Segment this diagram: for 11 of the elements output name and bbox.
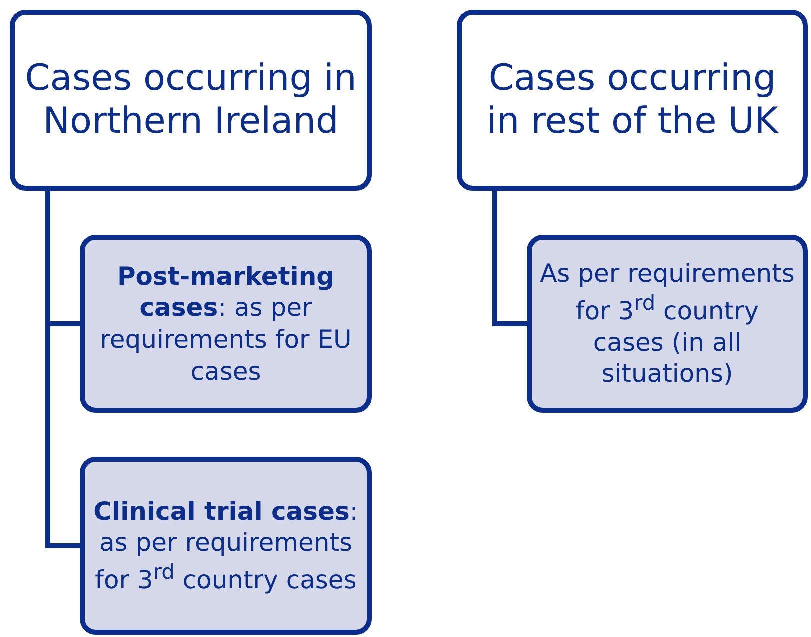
box-text: Clinical trial cases: as per requirements for 3$^{rd}$ country cases (92, 496, 360, 596)
detail-box (80, 235, 372, 413)
box-text: As per requirements for 3$^{rd}$ country cases (in all situations) (539, 258, 796, 390)
heading-box (457, 10, 808, 191)
box-text: Cases occurring in rest of the UK (486, 58, 780, 143)
box-text: Post-marketing cases: as per requirements for EU cases (99, 260, 353, 388)
box-text: Cases occurring in Northern Ireland (24, 58, 358, 143)
connector-line (492, 189, 529, 326)
heading-box (10, 10, 372, 191)
detail-box (527, 235, 808, 413)
detail-box (80, 457, 372, 635)
